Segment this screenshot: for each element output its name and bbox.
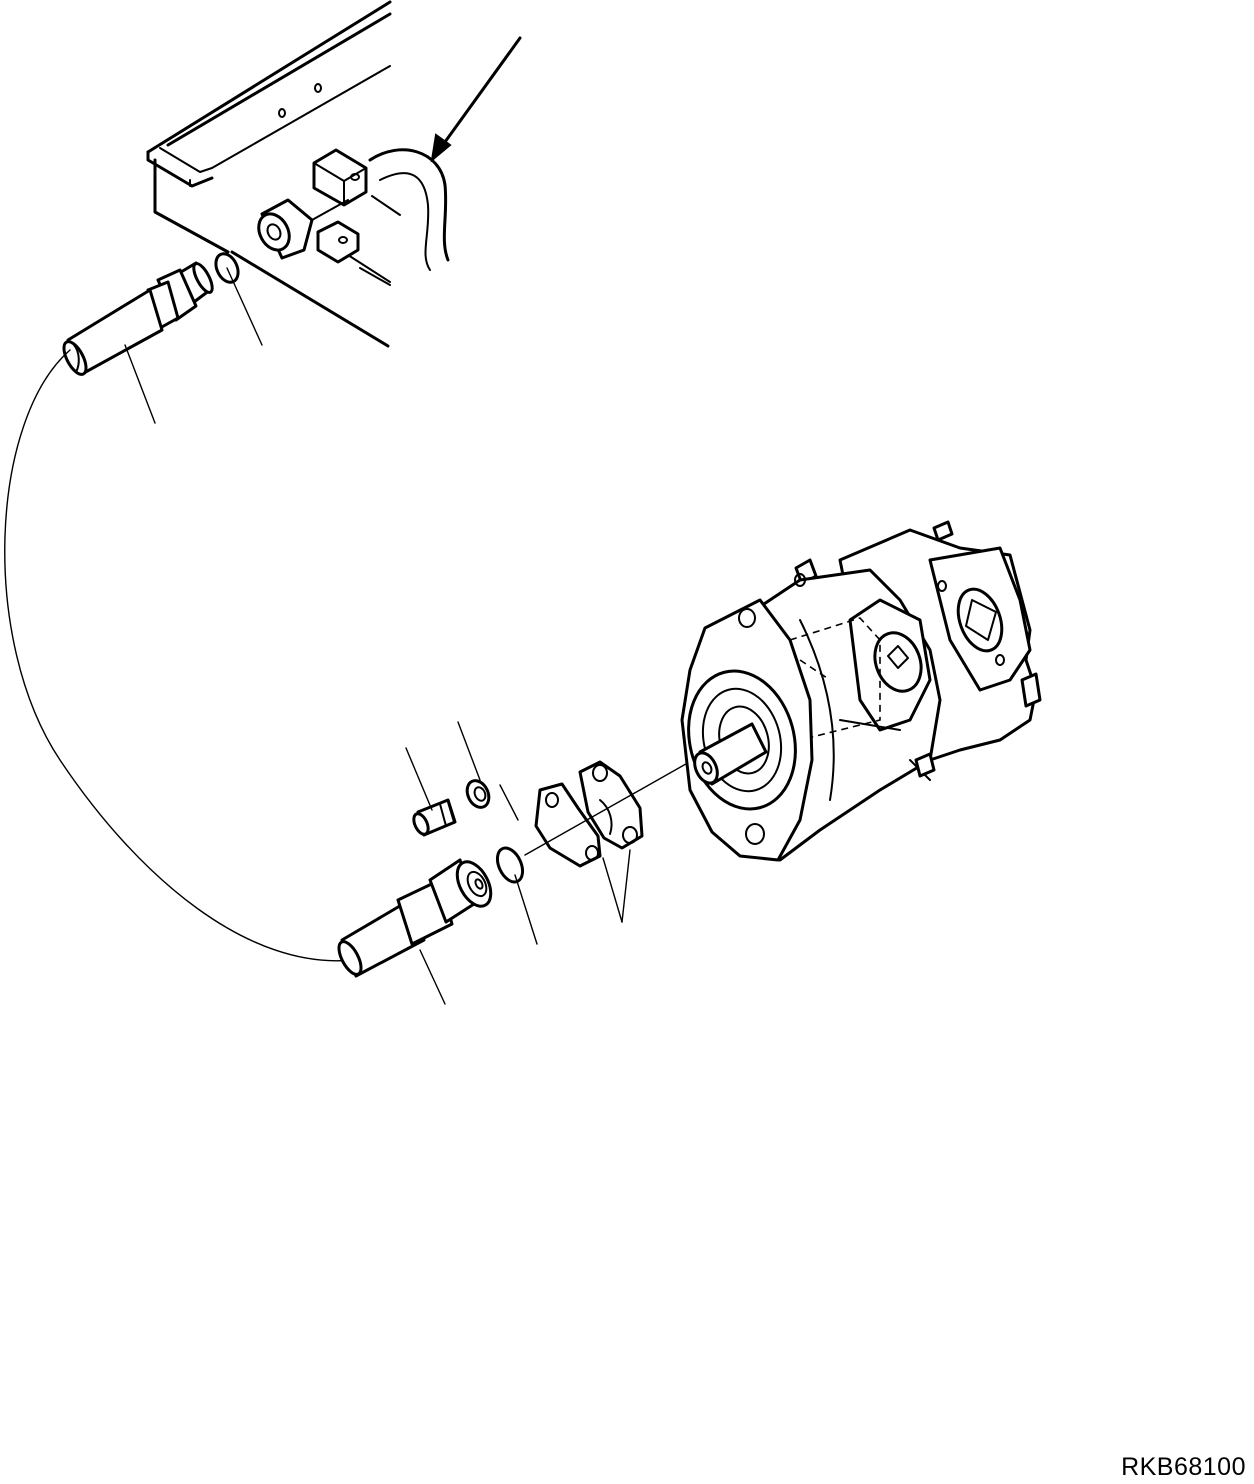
hose-fitting-lower xyxy=(337,858,493,1005)
tank-frame xyxy=(146,0,392,348)
split-flange xyxy=(499,760,644,923)
view-arrow xyxy=(430,36,522,163)
hydraulic-pump xyxy=(680,520,1042,862)
hose-line xyxy=(4,349,353,962)
bolt xyxy=(405,747,457,837)
o-ring-upper xyxy=(214,252,263,346)
tank-port-boss xyxy=(257,148,450,286)
hose-fitting-upper xyxy=(62,261,214,424)
center-line xyxy=(524,755,701,856)
o-ring-lower xyxy=(495,846,538,945)
figure-code: RKB68100 xyxy=(1121,1453,1246,1481)
lock-washer xyxy=(457,721,491,809)
